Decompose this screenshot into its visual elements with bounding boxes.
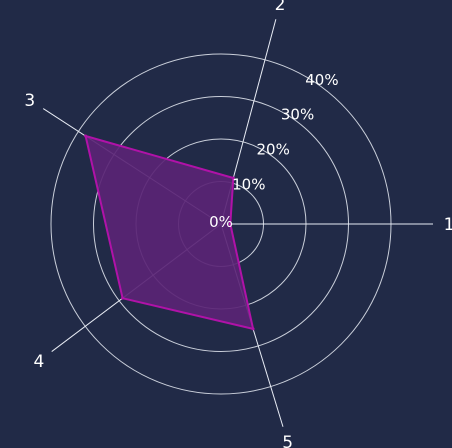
axis-label-5: 5 xyxy=(282,433,293,448)
radial-tick-label-30: 30% xyxy=(281,106,314,124)
axis-labels: 1 2 3 4 5 xyxy=(24,0,452,448)
axis-spokes xyxy=(42,19,433,427)
data-point-3 xyxy=(84,134,88,138)
data-point-5 xyxy=(251,327,255,331)
data-point-2 xyxy=(231,176,235,180)
axis-label-2: 2 xyxy=(275,0,286,15)
axis-label-1: 1 xyxy=(444,215,452,235)
radial-tick-label-20: 20% xyxy=(257,140,290,158)
radial-tick-label-40: 40% xyxy=(305,71,338,89)
axis-label-4: 4 xyxy=(33,352,44,372)
data-point-4 xyxy=(121,296,125,300)
radial-tick-label-10: 10% xyxy=(232,175,265,193)
data-area-layer xyxy=(84,134,255,331)
data-point-1 xyxy=(228,222,232,226)
series-area-0 xyxy=(84,135,255,330)
radial-tick-label-0: 0% xyxy=(209,213,233,231)
axis-label-3: 3 xyxy=(24,91,35,111)
radial-tick-labels: 0% 10% 20% 30% 40% xyxy=(209,71,339,231)
